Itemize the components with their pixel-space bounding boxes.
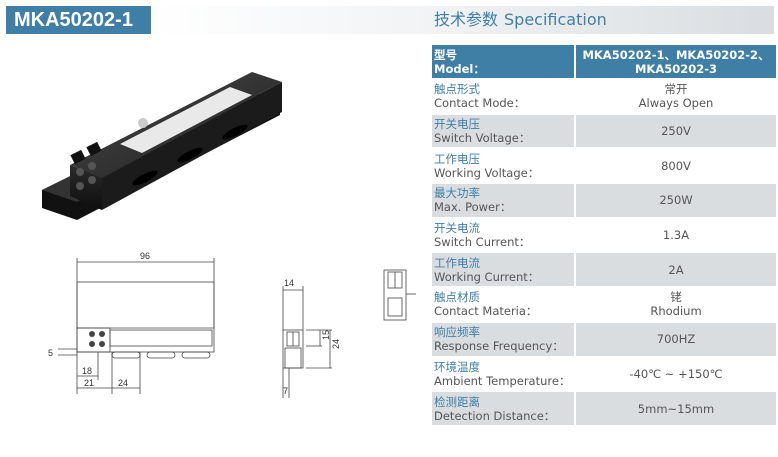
dim-7: 7: [283, 386, 288, 396]
label-cn: 工作电压: [434, 151, 480, 166]
row-value: 250W: [576, 184, 776, 217]
value-line2: MKA50202-3: [634, 61, 718, 76]
value-line1: 1.3A: [662, 228, 690, 243]
row-value: -40℃ ~ +150℃: [576, 357, 776, 391]
label-en: Detection Distance：: [434, 408, 556, 423]
value-line1: 800V: [661, 158, 691, 173]
value-line1: -40℃ ~ +150℃: [629, 366, 723, 381]
spec-table: 型号 Model： MKA50202-1、MKA50202-2、 MKA5020…: [432, 45, 776, 427]
spec-title-en: Specification: [504, 10, 607, 29]
dim-15: 15: [321, 330, 331, 340]
label-en: Working Voltage：: [434, 165, 540, 180]
label-cn: 开关电压: [434, 117, 480, 132]
label-en: Response Frequency：: [434, 339, 564, 354]
spec-title-cn: 技术参数: [434, 10, 499, 29]
row-value: 2A: [576, 253, 776, 287]
label-en: Contact Materia：: [434, 304, 538, 319]
dim-24-side: 24: [331, 339, 341, 349]
dim-5: 5: [48, 348, 53, 358]
label-cn: 触点材质: [434, 290, 480, 305]
label-cn: 检测距离: [434, 394, 480, 409]
value-line1: 700HZ: [656, 332, 696, 347]
label-en: Model：: [434, 61, 485, 76]
spec-title: 技术参数 Specification: [434, 9, 607, 31]
dim-18: 18: [82, 366, 92, 376]
row-value: MKA50202-1、MKA50202-2、 MKA50202-3: [576, 45, 776, 78]
label-en: Contact Mode：: [434, 96, 526, 111]
dim-21: 21: [84, 378, 94, 388]
row-value: 1.3A: [576, 218, 776, 252]
value-line2: Rhodium: [650, 304, 702, 319]
row-label: 型号 Model：: [432, 45, 574, 78]
value-line1: 铑: [670, 290, 682, 305]
label-en: Working Current：: [434, 269, 540, 284]
value-line2: Always Open: [638, 96, 714, 111]
dim-24: 24: [118, 378, 128, 388]
label-cn: 触点形式: [434, 82, 480, 97]
side-view-drawing: 14 15 24 7: [282, 278, 341, 398]
product-photo: [42, 72, 282, 220]
value-line1: 250V: [661, 124, 691, 139]
dim-14: 14: [284, 278, 294, 288]
row-value: 250V: [576, 114, 776, 148]
label-cn: 环境温度: [434, 359, 480, 374]
value-line1: 常开: [664, 82, 688, 97]
value-line1: 2A: [668, 262, 684, 277]
label-cn: 响应频率: [434, 325, 480, 340]
front-view-drawing: 96 5 18 21 24: [48, 251, 215, 394]
row-value: 5mm~15mm: [576, 392, 776, 425]
row-value: 800V: [576, 149, 776, 183]
dim-width: 96: [140, 251, 150, 261]
value-line1: MKA50202-1、MKA50202-2、: [582, 47, 770, 62]
model-title: MKA50202-1: [6, 6, 151, 34]
label-en: Ambient Temperature：: [434, 373, 571, 388]
value-line1: 5mm~15mm: [637, 401, 715, 416]
title-bar: [151, 6, 774, 34]
value-line1: 250W: [659, 193, 693, 208]
end-view-drawing: [383, 269, 416, 321]
label-en: Max. Power：: [434, 200, 512, 215]
label-cn: 工作电流: [434, 255, 480, 270]
table-row-model: 型号 Model： MKA50202-1、MKA50202-2、 MKA5020…: [432, 45, 776, 80]
label-cn: 开关电流: [434, 221, 480, 236]
row-value: 700HZ: [576, 322, 776, 356]
label-en: Switch Current：: [434, 235, 531, 250]
label-en: Switch Voltage：: [434, 131, 531, 146]
label-cn: 型号: [434, 47, 457, 62]
label-cn: 最大功率: [434, 186, 480, 201]
